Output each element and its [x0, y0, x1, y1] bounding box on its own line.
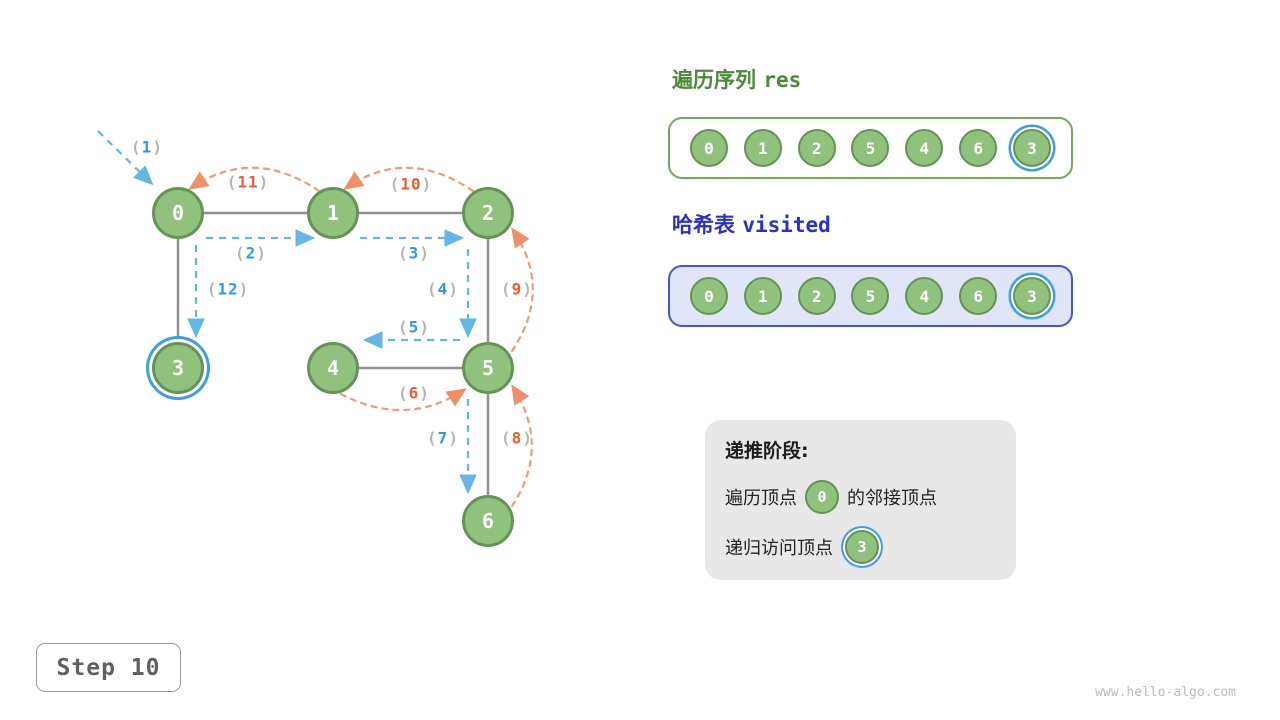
visited-item-6-highlighted: 3 [1012, 277, 1051, 315]
res-item-5: 6 [959, 129, 998, 167]
res-sequence-box: 0 1 2 5 4 6 3 [668, 117, 1073, 179]
visited-item-0: 0 [690, 277, 728, 315]
step-annotation-3: (3) [398, 243, 430, 263]
graph-node-2: 2 [462, 187, 514, 239]
res-item-1: 1 [743, 129, 782, 167]
inline-node-3-highlighted: 3 [845, 530, 879, 564]
res-item-2: 2 [797, 129, 836, 167]
step-annotation-2: (2) [235, 243, 267, 263]
step-counter: Step 10 [36, 643, 181, 692]
visited-item-5: 6 [959, 277, 998, 315]
graph-node-label: 1 [326, 201, 340, 225]
visited-item-4: 4 [905, 277, 944, 315]
res-sequence-title: 遍历序列 res [672, 68, 802, 92]
visited-hash-title: 哈希表 visited [672, 213, 831, 237]
step-annotation-6: (6) [398, 383, 430, 403]
step-annotation-7: (7) [427, 428, 459, 448]
graph-node-0: 0 [152, 187, 204, 239]
step-annotation-11: (11) [226, 172, 270, 192]
visited-item-3: 5 [851, 277, 890, 315]
graph-node-label: 2 [481, 201, 495, 225]
graph-node-4: 4 [307, 342, 359, 394]
graph-edge-lines [176, 211, 490, 495]
watermark: www.hello-algo.com [1095, 685, 1236, 700]
forward-arrows [97, 130, 477, 495]
step-annotation-1: (1) [131, 137, 163, 157]
graph-node-1: 1 [307, 187, 359, 239]
res-item-3: 5 [851, 129, 890, 167]
step-annotation-12: (12) [206, 279, 250, 299]
res-item-0: 0 [690, 129, 728, 167]
graph-node-label: 5 [481, 356, 495, 380]
inline-node-0: 0 [805, 479, 839, 514]
backtrack-arrows [188, 166, 534, 508]
graph-node-label: 6 [481, 509, 495, 533]
graph-node-3-highlighted: 3 [152, 342, 204, 394]
graph-node-6: 6 [462, 495, 514, 547]
graph-node-label: 0 [171, 201, 185, 225]
visited-hash-box: 0 1 2 5 4 6 3 [668, 265, 1073, 327]
visited-item-2: 2 [797, 277, 836, 315]
graph-node-5: 5 [462, 342, 514, 394]
step-annotation-10: (10) [389, 174, 433, 194]
step-annotation-5: (5) [398, 317, 430, 337]
step-annotation-4: (4) [427, 279, 459, 299]
step-annotation-8: (8) [501, 428, 533, 448]
recursion-phase-panel: 递推阶段: 遍历顶点 0 的邻接顶点 递归访问顶点 3 [705, 420, 1016, 580]
visited-item-1: 1 [743, 277, 782, 315]
res-item-6-highlighted: 3 [1012, 129, 1051, 167]
recursion-phase-line1: 遍历顶点 0 的邻接顶点 [725, 479, 996, 514]
graph-node-label: 3 [171, 356, 185, 380]
recursion-phase-line2: 递归访问顶点 3 [725, 530, 996, 564]
res-item-4: 4 [905, 129, 944, 167]
graph-node-label: 4 [326, 356, 340, 380]
recursion-phase-heading: 递推阶段: [725, 440, 809, 462]
step-annotation-9: (9) [501, 279, 533, 299]
